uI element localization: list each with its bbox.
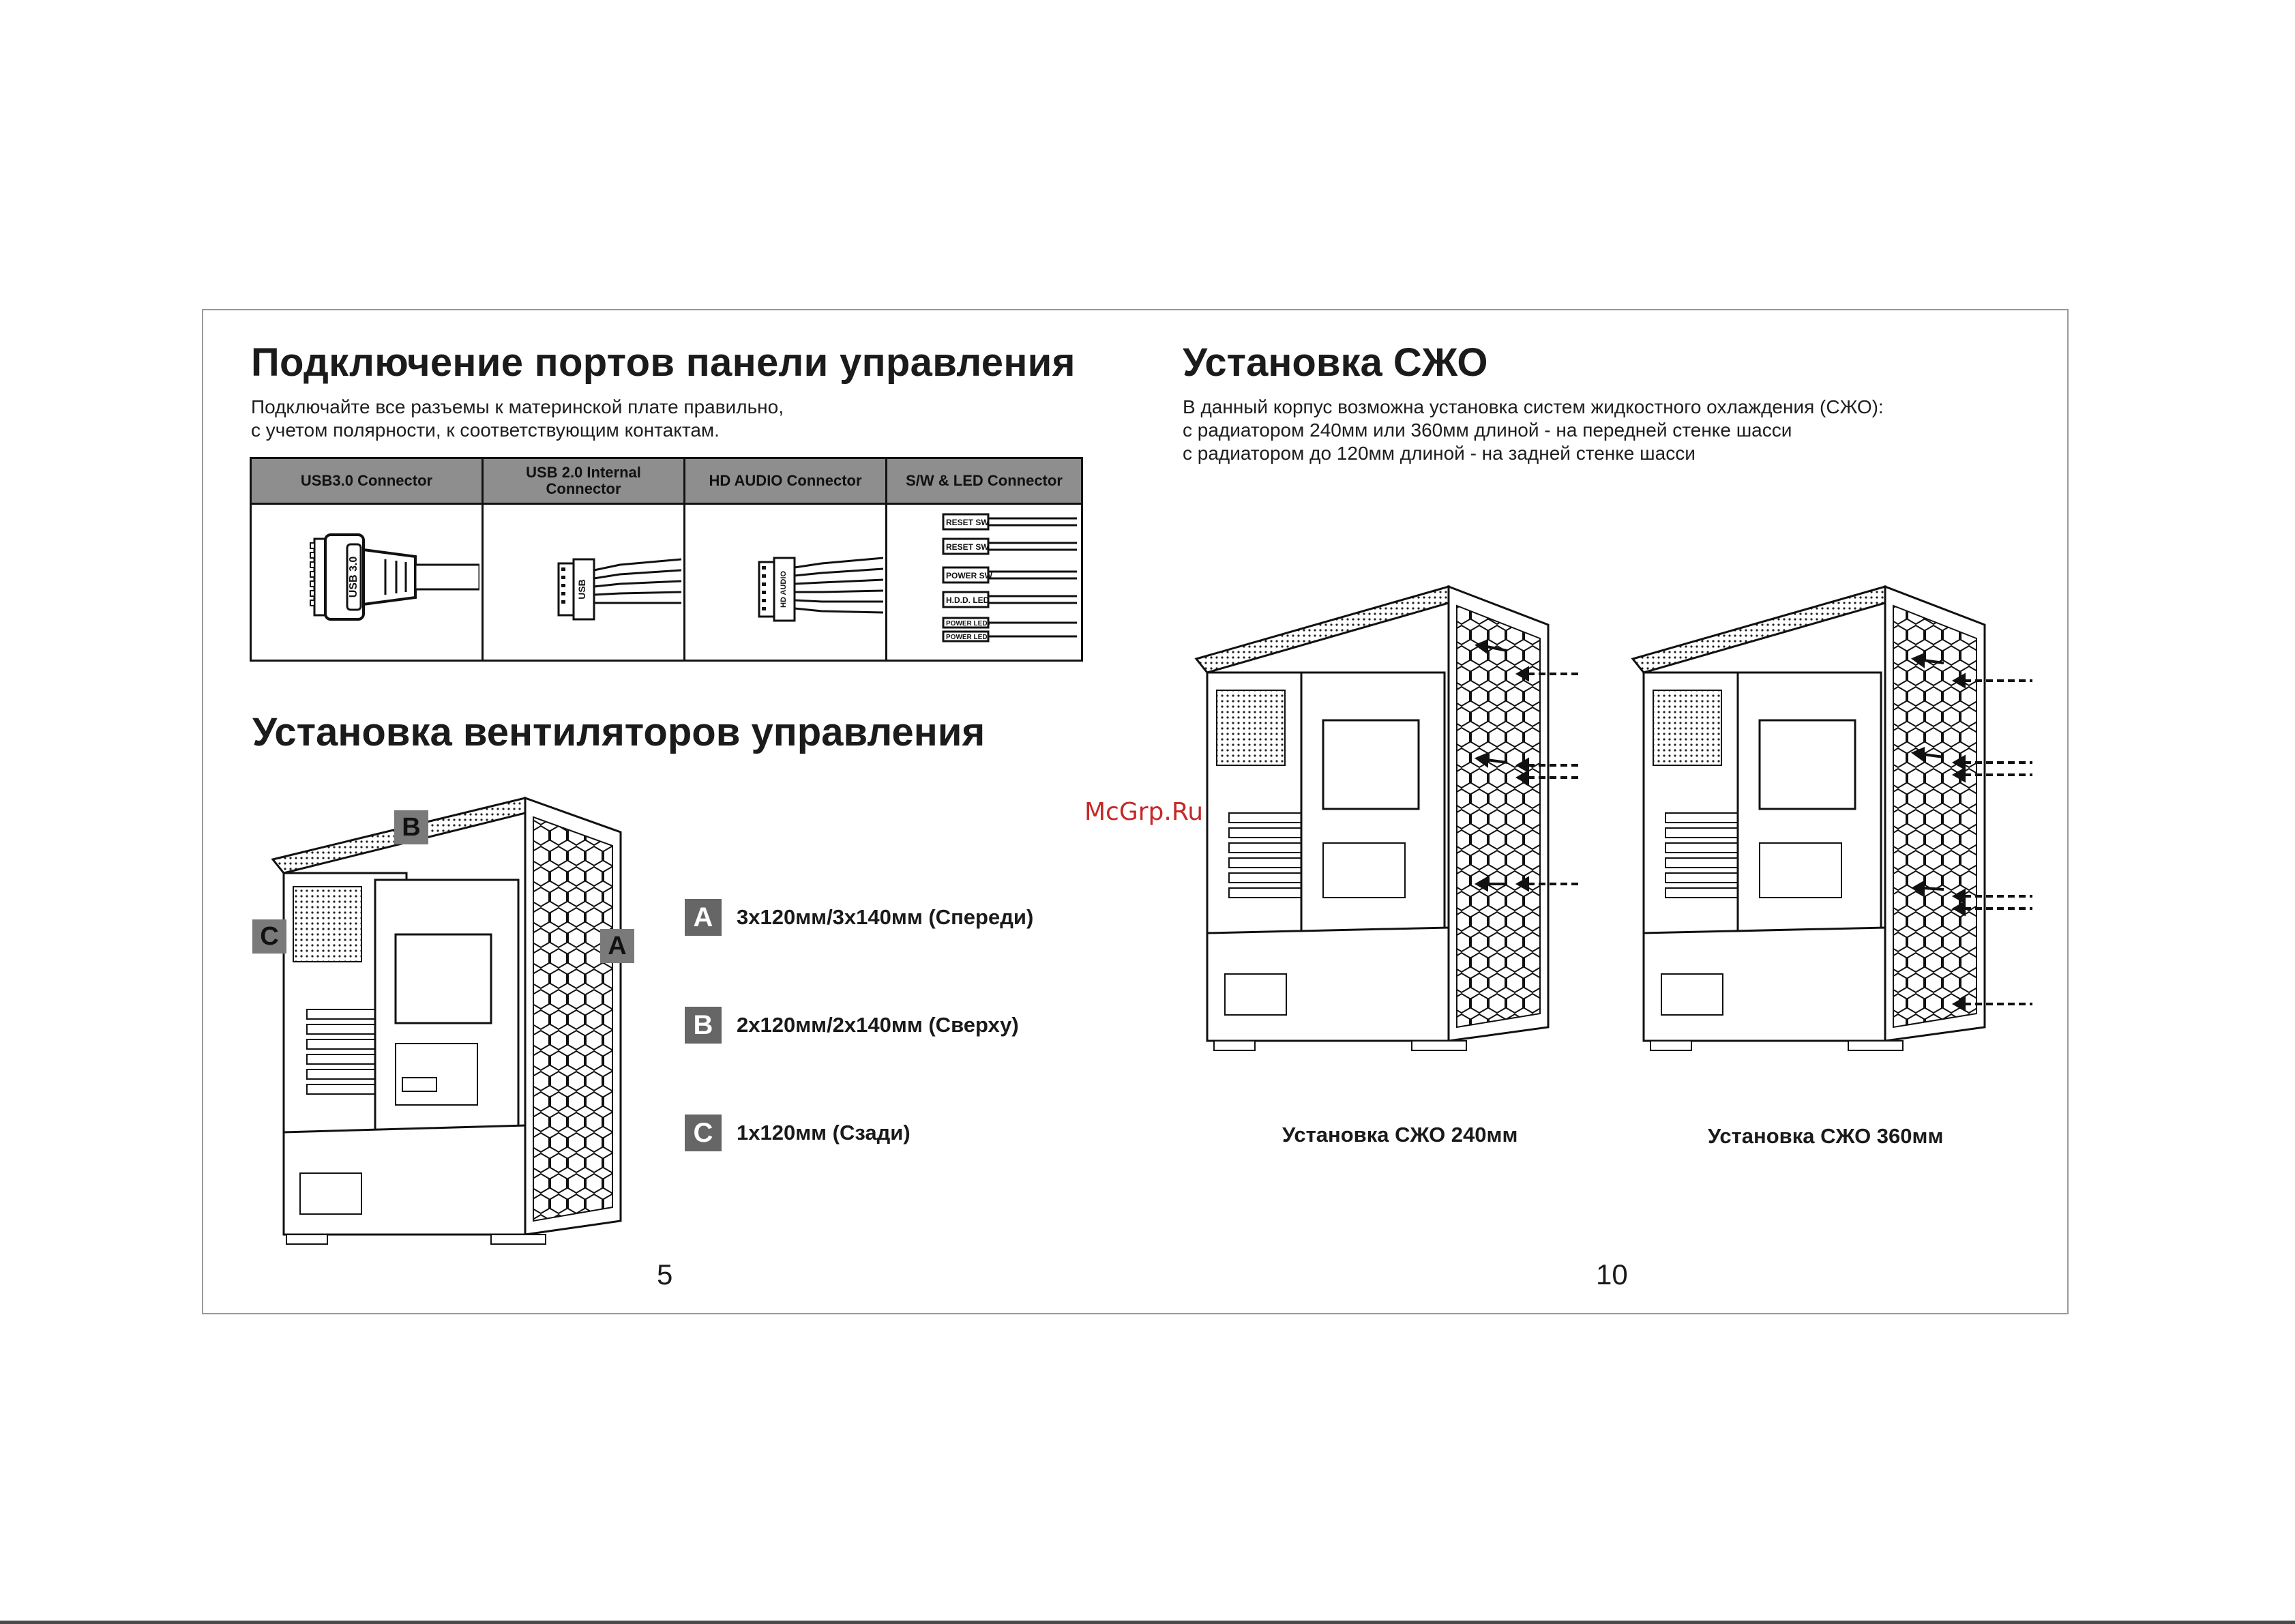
connector-header: USB3.0 Connector (252, 459, 482, 505)
hdaudio-connector-illustration: HD AUDIO (685, 505, 885, 660)
connector-column-swled: S/W & LED Connector RESET SW RESET SW PO… (887, 459, 1081, 660)
spread-frame (202, 309, 2069, 1314)
usb2-connector-illustration: USB (484, 505, 683, 660)
swled-plug-label: RESET SW (946, 518, 989, 527)
ports-intro-line: Подключайте все разъемы к материнской пл… (251, 396, 784, 417)
case-aio-240-illustration (1194, 585, 1582, 1051)
watermark-text: McGrp.Ru (1084, 798, 1204, 826)
aio-intro: В данный корпус возможна установка систе… (1183, 396, 1884, 465)
swled-plug-label: POWER LED+ (946, 620, 992, 628)
legend-text: 1х120мм (Сзади) (737, 1121, 910, 1145)
fan-position-mark-c: C (252, 919, 286, 954)
connector-header: HD AUDIO Connector (685, 459, 885, 505)
legend-row-rear: C 1х120мм (Сзади) (685, 1114, 910, 1151)
connector-column-usb2: USB 2.0 Internal Connector USB (484, 459, 685, 660)
fan-position-mark-b: B (394, 810, 428, 844)
swled-plug-label: POWER LED- (946, 634, 990, 641)
legend-row-front: A 3х120мм/3х140мм (Спереди) (685, 899, 1033, 936)
connector-table: USB3.0 Connector USB 3.0 (250, 457, 1083, 662)
hdaudio-plug-label: HD AUDIO (780, 571, 788, 608)
legend-row-top: B 2х120мм/2х140мм (Сверху) (685, 1007, 1019, 1044)
connector-header: USB 2.0 Internal Connector (484, 459, 683, 505)
aio-intro-line: с радиатором до 120мм длиной - на задней… (1183, 443, 1696, 464)
legend-text: 3х120мм/3х140мм (Спереди) (737, 905, 1034, 929)
caption-aio-240: Установка СЖО 240мм (1282, 1123, 1518, 1147)
section-title-fans: Установка вентиляторов управления (252, 710, 986, 754)
caption-aio-360: Установка СЖО 360мм (1708, 1124, 1944, 1148)
aio-intro-line: В данный корпус возможна установка систе… (1183, 396, 1884, 417)
connector-column-hdaudio: HD AUDIO Connector HD AUDIO (685, 459, 887, 660)
swled-connector-illustration: RESET SW RESET SW POWER SW H.D.D. LED PO… (887, 505, 1081, 660)
usb3-plug-label: USB 3.0 (348, 557, 359, 598)
legend-badge: A (685, 899, 722, 936)
usb3-connector-illustration: USB 3.0 (252, 505, 482, 660)
swled-plug-label: POWER SW (946, 571, 993, 580)
usb2-plug-label: USB (576, 579, 587, 600)
page-number-right: 10 (1596, 1258, 1628, 1290)
case-fans-illustration (271, 796, 622, 1245)
fan-position-mark-a: A (600, 929, 634, 963)
legend-badge: C (685, 1114, 722, 1151)
legend-badge: B (685, 1007, 722, 1044)
swled-plug-label: RESET SW (946, 542, 989, 552)
page-title-ports: Подключение портов панели управления (251, 340, 1076, 385)
swled-plug-label: H.D.D. LED (946, 595, 990, 605)
legend-text: 2х120мм/2х140мм (Сверху) (737, 1013, 1019, 1037)
page-number-left: 5 (657, 1258, 673, 1290)
case-aio-360-illustration (1631, 585, 2032, 1051)
ports-intro-line: с учетом полярности, к соответствующим к… (251, 419, 720, 441)
connector-header: S/W & LED Connector (887, 459, 1081, 505)
page-title-aio: Установка СЖО (1183, 340, 1488, 385)
ports-intro: Подключайте все разъемы к материнской пл… (251, 396, 784, 442)
aio-intro-line: с радиатором 240мм или 360мм длиной - на… (1183, 419, 1792, 441)
bottom-divider (0, 1621, 2295, 1624)
connector-column-usb3: USB3.0 Connector USB 3.0 (252, 459, 484, 660)
